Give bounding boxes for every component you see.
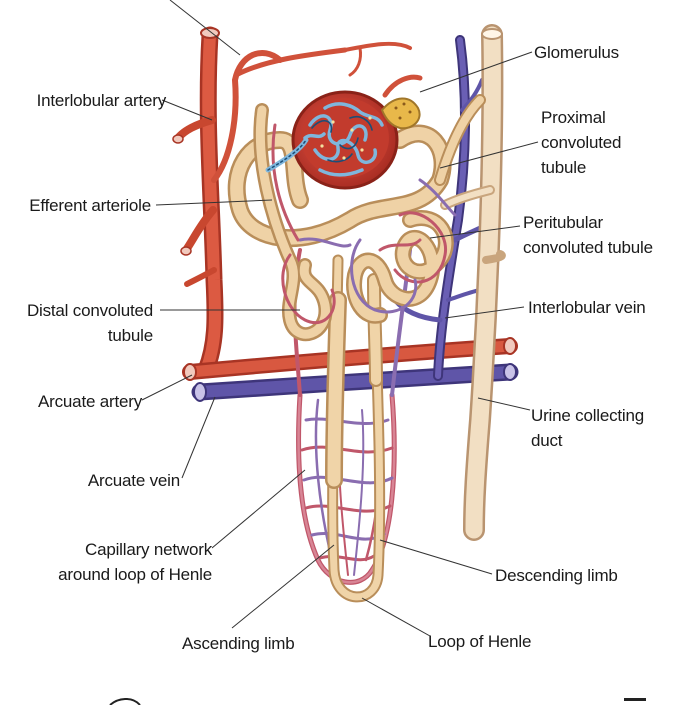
label-arcuate-vein: Arcuate vein [87,471,180,490]
glomerulus-capsule [265,74,423,190]
collecting-duct-tube [440,24,506,541]
bottom-edge-mark-right [624,698,646,701]
label-distal-convoluted-tubule: Distal convoluted tubule [26,301,153,345]
label-proximal-convoluted-tubule: Proximal convoluted tubule [541,108,622,177]
convoluted-tubules [227,94,486,342]
label-arcuate-artery: Arcuate artery [38,392,142,411]
label-glomerulus: Glomerulus [534,43,619,62]
bottom-edge-mark-left [109,698,141,705]
label-urine-collecting-duct: Urine collecting duct [531,406,645,450]
label-efferent-arteriole: Efferent arteriole [29,196,151,215]
peritubular-capillaries [271,123,457,325]
label-interlobular-artery: Interlobular artery [36,91,167,110]
label-peritubular-convoluted-tubule: Peritubular convoluted tubule [523,213,653,257]
loop-of-henle-tube [325,254,386,603]
label-capillary-network: Capillary network around loop of Henle [58,540,212,584]
label-loop-of-henle: Loop of Henle [428,632,532,651]
label-ascending-limb: Ascending limb [182,634,295,653]
leader-lines [141,0,539,637]
label-descending-limb: Descending limb [495,566,618,585]
label-interlobular-vein: Interlobular vein [528,298,646,317]
interlobular-artery [172,26,412,379]
